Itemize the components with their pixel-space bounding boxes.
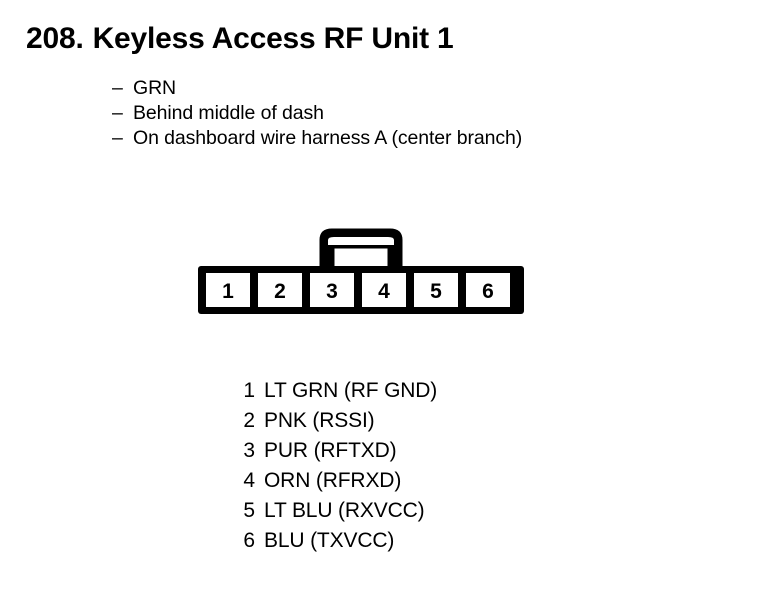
pin-cavity-5 <box>414 273 458 307</box>
pin-row-label: PNK (RSSI) <box>264 409 375 432</box>
list-item-label: On dashboard wire harness A (center bran… <box>133 127 523 149</box>
pin-row: 4 ORN (RFRXD) <box>232 466 437 496</box>
pin-row-label: PUR (RFTXD) <box>264 439 397 462</box>
connector-diagram: 1 2 3 4 5 6 <box>198 226 524 318</box>
latch-inner-cavity <box>328 237 394 245</box>
pin-row-label: BLU (TXVCC) <box>264 529 395 552</box>
page-title-number: 208. <box>26 22 84 55</box>
pin-row: 1 LT GRN (RF GND) <box>232 376 437 406</box>
pin-row: 3 PUR (RFTXD) <box>232 436 437 466</box>
pin-cavity-6 <box>466 273 510 307</box>
pin-assignment-list: 1 LT GRN (RF GND) 2 PNK (RSSI) 3 PUR (RF… <box>232 376 437 556</box>
pin-number-5: 5 <box>430 280 442 303</box>
page-title-text: Keyless Access RF Unit 1 <box>92 22 454 55</box>
dash-icon: – <box>112 102 123 124</box>
dash-icon: – <box>112 77 123 99</box>
pin-cavity-2 <box>258 273 302 307</box>
list-item: – Behind middle of dash <box>112 101 522 126</box>
pin-row-label: LT GRN (RF GND) <box>264 379 438 402</box>
pin-number-3: 3 <box>326 280 338 303</box>
pin-row-number: 3 <box>243 439 255 462</box>
connector-latch-tab <box>319 228 403 267</box>
pin-row-number: 1 <box>243 379 255 402</box>
pin-number-6: 6 <box>482 280 494 303</box>
pin-cavity-1 <box>206 273 250 307</box>
list-item: – On dashboard wire harness A (center br… <box>112 126 522 151</box>
latch-outline <box>319 228 403 267</box>
dash-icon: – <box>112 127 123 149</box>
pin-row: 6 BLU (TXVCC) <box>232 526 437 556</box>
pin-row-label: ORN (RFRXD) <box>264 469 402 492</box>
list-item-label: GRN <box>133 77 177 99</box>
pin-row: 2 PNK (RSSI) <box>232 406 437 436</box>
pin-cavity-4 <box>362 273 406 307</box>
page-title: 208.Keyless Access RF Unit 1 <box>26 22 454 56</box>
pin-row: 5 LT BLU (RXVCC) <box>232 496 437 526</box>
pin-row-number: 4 <box>243 469 255 492</box>
pin-cavity-3 <box>310 273 354 307</box>
list-item-label: Behind middle of dash <box>133 102 324 124</box>
pin-number-4: 4 <box>378 280 390 303</box>
pin-number-1: 1 <box>222 280 234 303</box>
list-item: – GRN <box>112 76 522 101</box>
pin-row-label: LT BLU (RXVCC) <box>264 499 425 522</box>
pin-row-number: 5 <box>243 499 255 522</box>
pin-row-number: 6 <box>243 529 255 552</box>
pin-number-2: 2 <box>274 280 286 303</box>
component-description-list: – GRN – Behind middle of dash – On dashb… <box>112 76 522 151</box>
pin-row-number: 2 <box>243 409 255 432</box>
